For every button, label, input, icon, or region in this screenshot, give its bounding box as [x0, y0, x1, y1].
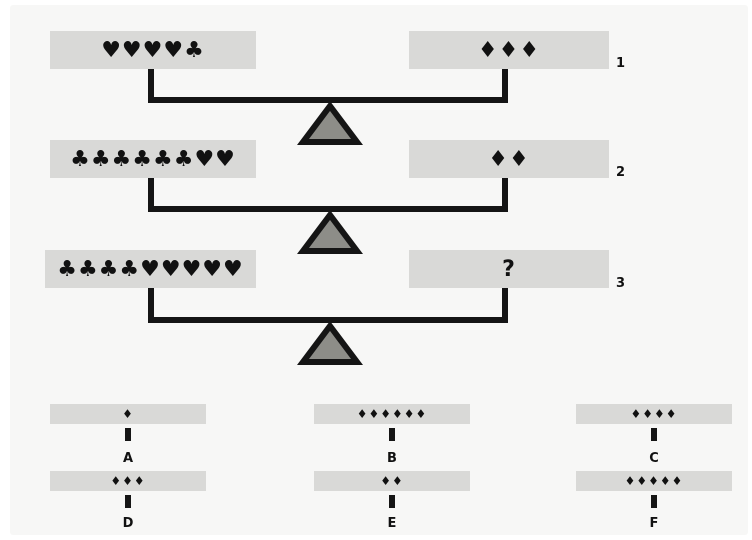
scale-2-left-symbols: ♣♣♣♣♣♣♥♥: [70, 146, 236, 172]
scale-2-fulcrum: [297, 210, 363, 254]
option-c-label: C: [649, 451, 659, 466]
scale-2-number: 2: [616, 165, 626, 180]
scale-2-beam: [148, 206, 508, 212]
scale-2-right-pan: ♦♦: [409, 140, 609, 178]
option-e-label: E: [387, 516, 397, 531]
option-b-stem: [389, 428, 395, 441]
option-f-stem: [651, 495, 657, 508]
scale-3-left-pan: ♣♣♣♣♥♥♥♥♥: [45, 250, 256, 288]
scale-3-beam: [148, 317, 508, 323]
option-d-pan: ♦♦♦: [50, 471, 206, 491]
option-c-stem: [651, 428, 657, 441]
option-d-label: D: [122, 516, 134, 531]
question-mark: ?: [502, 256, 516, 282]
scale-3-number: 3: [616, 276, 626, 291]
option-d-symbols: ♦♦♦: [110, 474, 146, 488]
scale-3-right-arm: [502, 288, 508, 321]
scale-2-left-pan: ♣♣♣♣♣♣♥♥: [50, 140, 256, 178]
scale-1-right-symbols: ♦♦♦: [477, 37, 541, 63]
scale-3-right-pan: ?: [409, 250, 609, 288]
scale-1-fulcrum: [297, 101, 363, 145]
scale-2-right-symbols: ♦♦: [488, 146, 530, 172]
option-d-stem: [125, 495, 131, 508]
scale-2-left-arm: [148, 178, 154, 210]
option-e-symbols: ♦♦: [380, 474, 404, 488]
option-b-symbols: ♦♦♦♦♦♦: [356, 407, 428, 421]
option-a-symbols: ♦: [122, 407, 134, 421]
option-a-pan: ♦: [50, 404, 206, 424]
option-b-label: B: [387, 451, 397, 466]
scale-3-left-symbols: ♣♣♣♣♥♥♥♥♥: [57, 256, 244, 282]
option-c-pan: ♦♦♦♦: [576, 404, 732, 424]
scale-1-left-symbols: ♥♥♥♥♣: [101, 37, 205, 63]
option-e-pan: ♦♦: [314, 471, 470, 491]
scale-1-number: 1: [616, 56, 626, 71]
option-b-pan: ♦♦♦♦♦♦: [314, 404, 470, 424]
scale-3-fulcrum: [297, 321, 363, 365]
scale-1-left-pan: ♥♥♥♥♣: [50, 31, 256, 69]
option-c-symbols: ♦♦♦♦: [630, 407, 678, 421]
scale-1-beam: [148, 97, 508, 103]
scale-3-left-arm: [148, 288, 154, 321]
option-f-label: F: [649, 516, 659, 531]
scale-1-right-pan: ♦♦♦: [409, 31, 609, 69]
option-f-pan: ♦♦♦♦♦: [576, 471, 732, 491]
option-a-label: A: [122, 451, 134, 466]
scale-1-left-arm: [148, 69, 154, 101]
option-e-stem: [389, 495, 395, 508]
option-a-stem: [125, 428, 131, 441]
option-f-symbols: ♦♦♦♦♦: [624, 474, 684, 488]
scale-1-right-arm: [502, 69, 508, 101]
scale-2-right-arm: [502, 178, 508, 210]
